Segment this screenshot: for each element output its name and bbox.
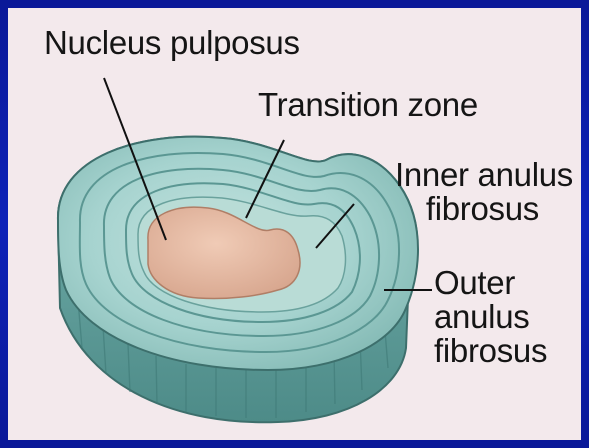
label-nucleus-pulposus: Nucleus pulposus — [44, 26, 300, 60]
label-outer-anulus: Outer anulus fibrosus — [434, 266, 547, 368]
label-outer-line-1: Outer — [434, 266, 547, 300]
illustration-panel: Nucleus pulposus Transition zone Inner a… — [8, 8, 581, 440]
label-outer-line-2: anulus — [434, 300, 547, 334]
label-inner-anulus: Inner anulus fibrosus — [395, 158, 573, 226]
label-outer-line-3: fibrosus — [434, 334, 547, 368]
label-inner-line-1: Inner anulus — [395, 158, 573, 192]
label-transition-zone: Transition zone — [258, 88, 478, 122]
label-inner-line-2: fibrosus — [395, 192, 539, 226]
